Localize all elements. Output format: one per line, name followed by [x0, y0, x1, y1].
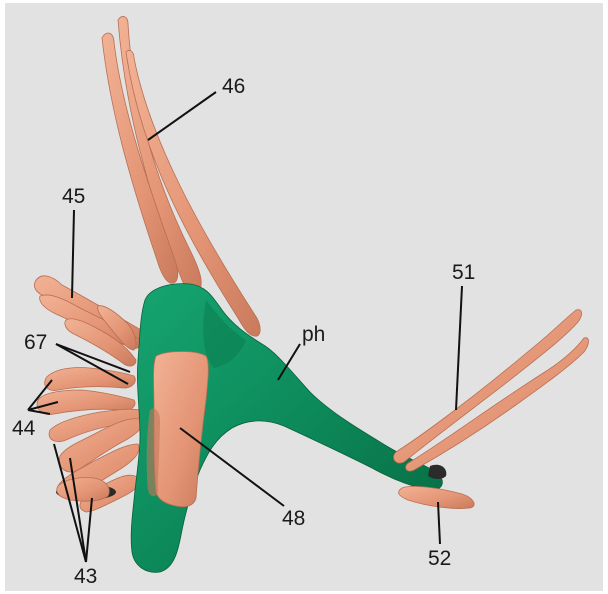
leader-51: [456, 286, 462, 410]
muscle-48: [147, 352, 209, 507]
label-51: 51: [452, 262, 475, 283]
label-52: 52: [428, 548, 451, 569]
label-67: 67: [24, 332, 47, 353]
label-44: 44: [12, 418, 35, 439]
label-43: 43: [74, 566, 97, 587]
leader-45: [72, 210, 74, 298]
leader-52: [438, 502, 440, 544]
muscle-51: [394, 310, 589, 479]
muscle-52: [399, 486, 475, 508]
leader-46: [148, 92, 216, 140]
label-48: 48: [282, 508, 305, 529]
label-46: 46: [222, 76, 245, 97]
label-45: 45: [62, 186, 85, 207]
muscle-45: [34, 276, 152, 366]
label-ph: ph: [302, 324, 325, 345]
